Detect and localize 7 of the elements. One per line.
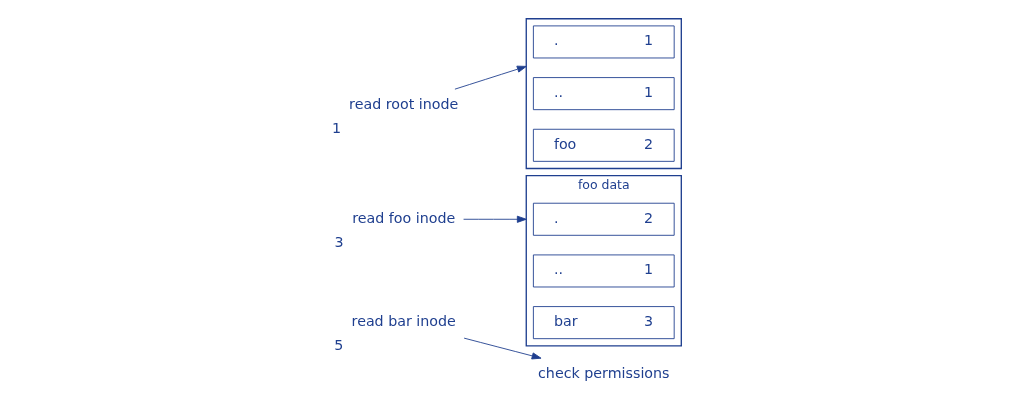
node-label: 1 (331, 119, 341, 136)
node-label: 5 (334, 337, 344, 354)
node-text: check permissions (538, 364, 670, 381)
node-label: 3 (334, 233, 344, 250)
node-text: read bar inode (351, 313, 456, 330)
node-text: read foo inode (352, 209, 456, 226)
node-text: read root inode (349, 95, 459, 112)
